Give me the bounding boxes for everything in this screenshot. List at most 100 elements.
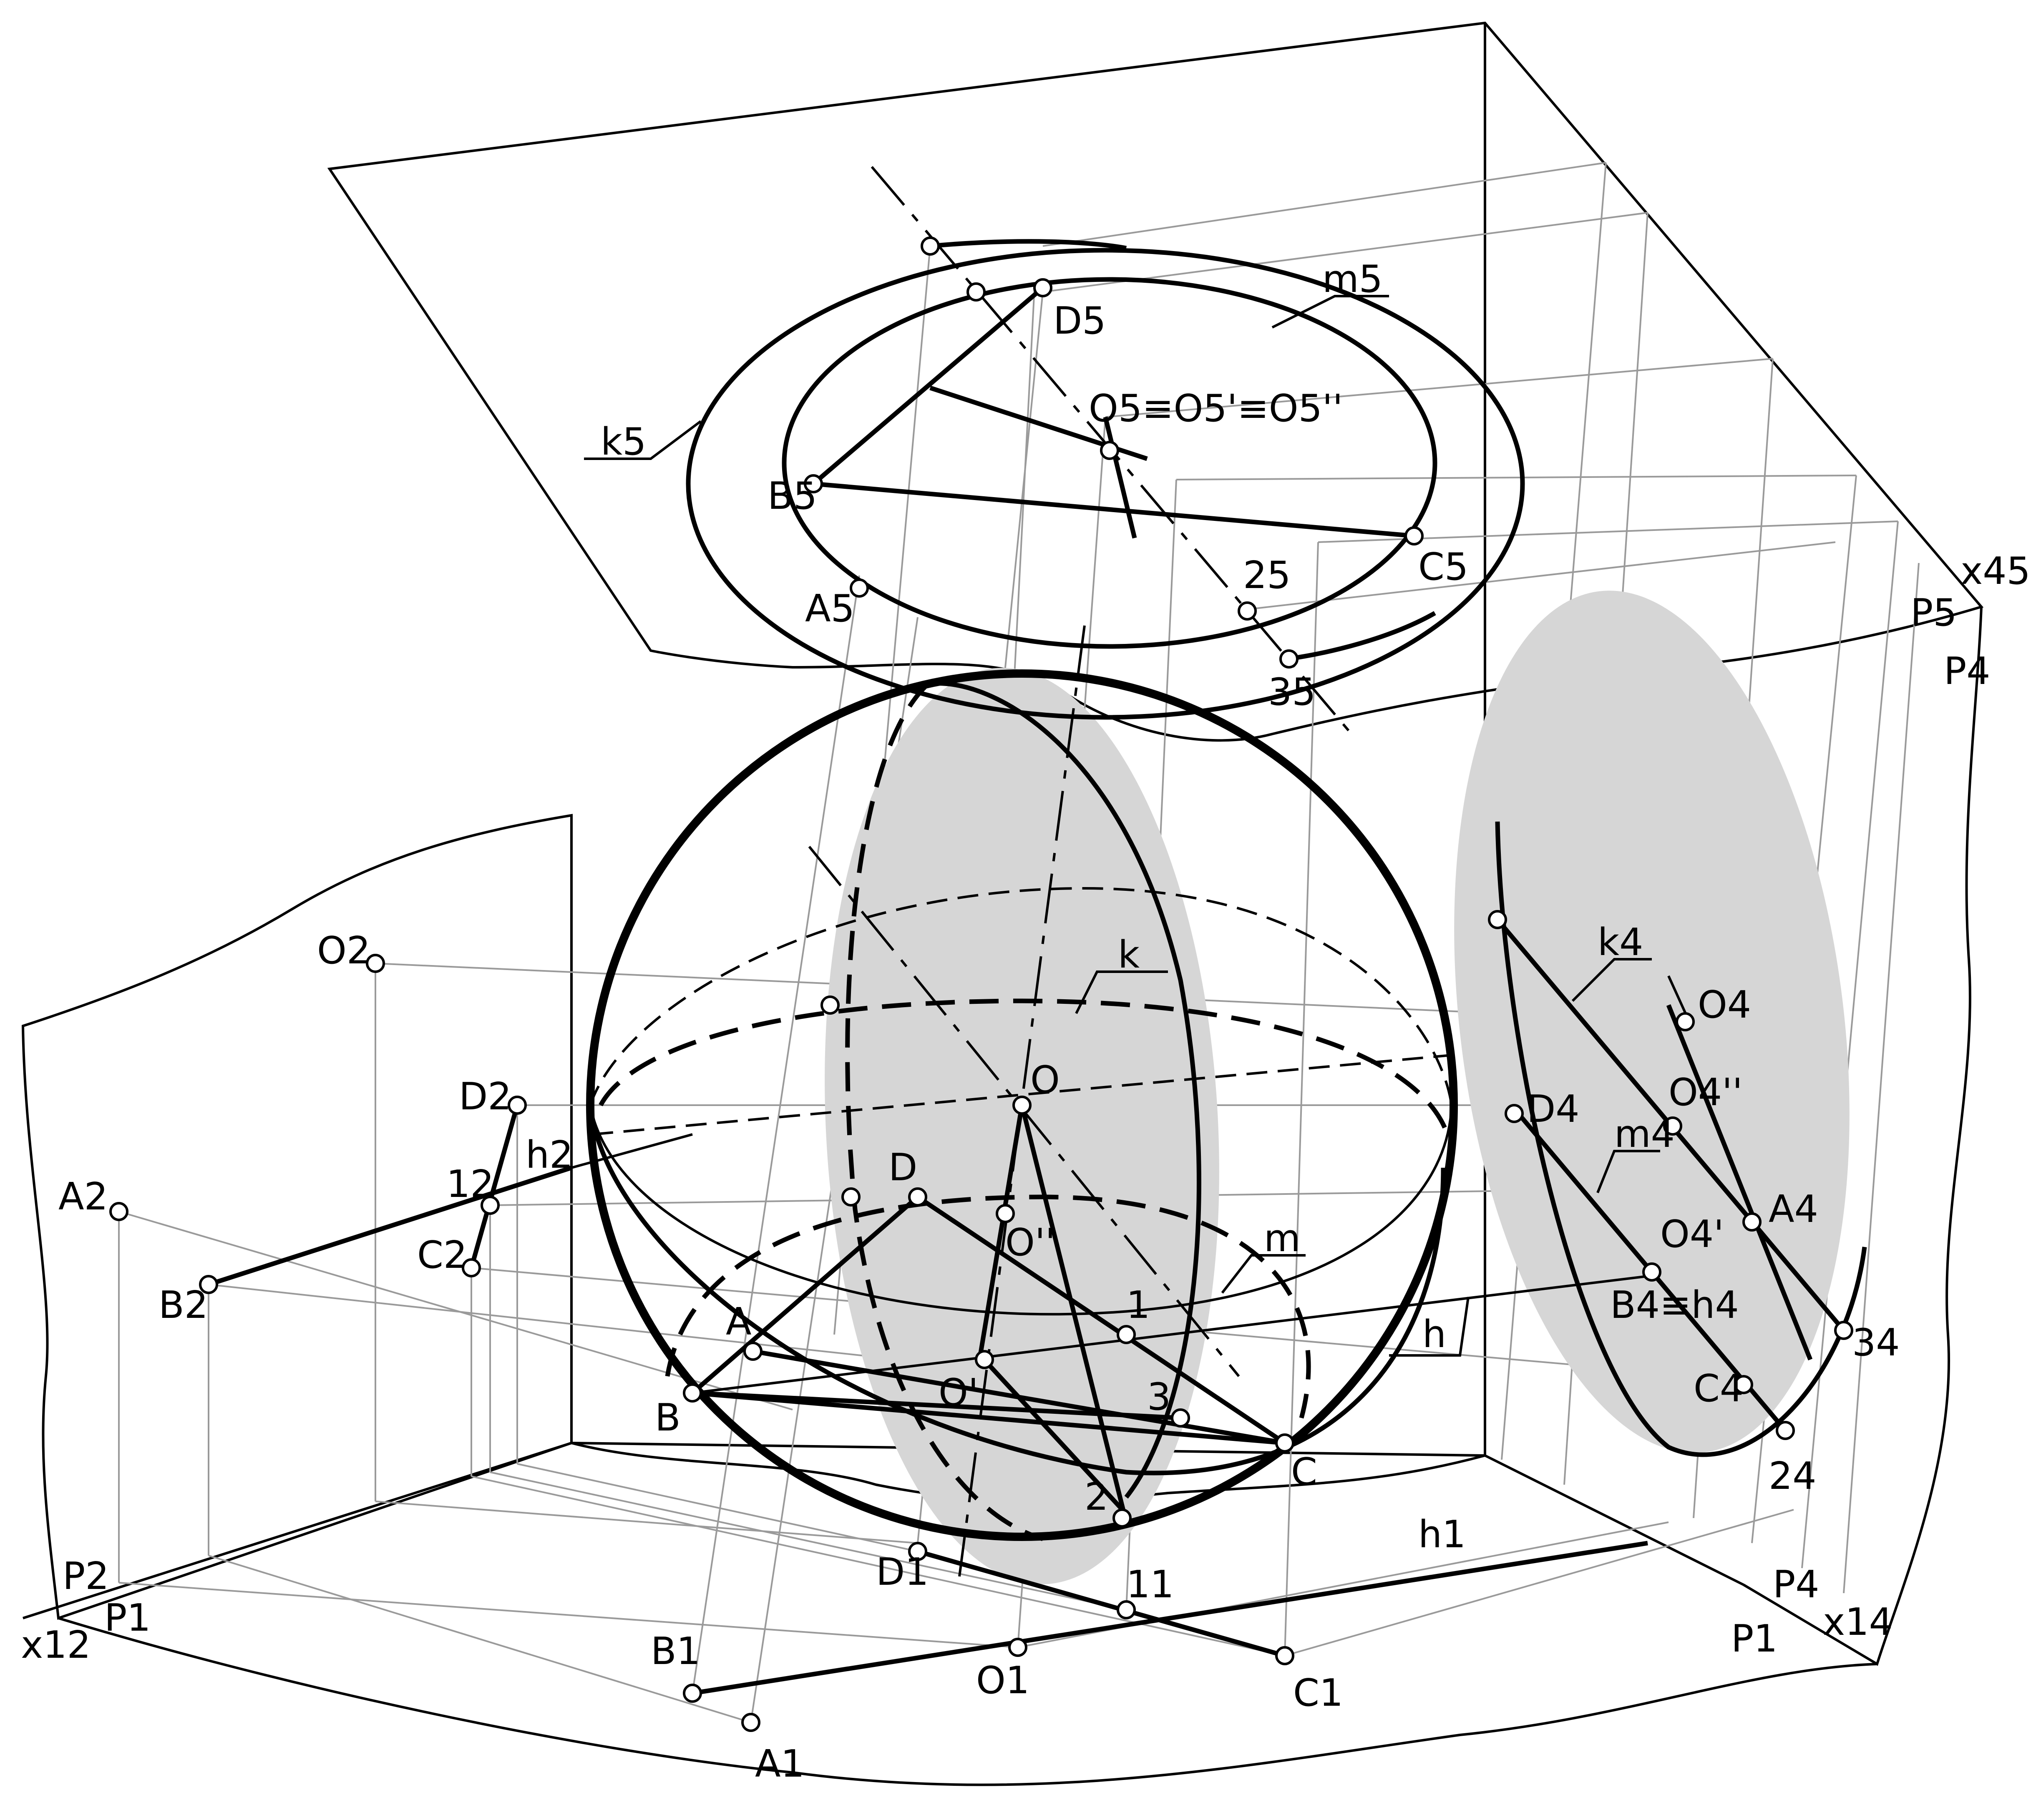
p2-projection (208, 1104, 693, 1287)
point-k5-top (921, 236, 940, 256)
label-35: 35 (1268, 670, 1316, 714)
label-d: D (888, 1146, 917, 1189)
arc-top-k5 (930, 239, 1127, 251)
point-a4 (1742, 1212, 1762, 1232)
plane-p2 (21, 814, 573, 1620)
line-p5-down (1103, 416, 1137, 539)
label-x14: x14 (1823, 1600, 1893, 1644)
label-p5: P5 (1910, 591, 1957, 635)
point-35 (1279, 649, 1299, 669)
point-b2 (199, 1275, 218, 1294)
point-b1 (683, 1684, 702, 1703)
point-o (1012, 1096, 1032, 1115)
arc-k5-bottom (1284, 611, 1436, 661)
triangle-bdc (687, 1194, 1294, 1446)
point-c5 (1404, 526, 1424, 545)
point-o4 (1676, 1012, 1695, 1031)
label-b5: B5 (768, 474, 817, 518)
label-p4-right: P4 (1944, 649, 1991, 693)
label-c2: C2 (417, 1233, 467, 1277)
line-k-hor (592, 1054, 1452, 1136)
label-k4: k4 (1598, 920, 1643, 964)
point-o4-dprime (1663, 1116, 1682, 1136)
point-a (743, 1342, 763, 1361)
line-b2-h2 (208, 1165, 572, 1287)
point-b (683, 1383, 702, 1403)
shaded-section-ellipse-p4 (1454, 591, 1850, 1453)
line-h2-ext (571, 1133, 693, 1169)
label-34: 34 (1852, 1321, 1900, 1365)
point-12 (481, 1196, 500, 1215)
point-c1 (1275, 1646, 1294, 1665)
point-band-left (820, 995, 840, 1015)
plane-p4 (1743, 606, 1983, 1666)
sphere (586, 625, 1648, 1577)
point-ellipse-left (841, 1187, 861, 1207)
label-h: h (1422, 1312, 1446, 1356)
label-m5: m5 (1322, 257, 1383, 301)
label-p1-bottom: P1 (1731, 1617, 1778, 1661)
label-12: 12 (446, 1162, 494, 1206)
line-o2 (1019, 1104, 1129, 1523)
point-2 (1112, 1508, 1132, 1528)
point-d5 (1033, 278, 1052, 297)
circle-band (599, 998, 1450, 1135)
line-o-oprime (978, 1105, 1024, 1356)
label-h2: h2 (526, 1133, 573, 1177)
label-11: 11 (1126, 1563, 1174, 1606)
label-m4: m4 (1614, 1112, 1675, 1156)
section-ellipse-left (845, 682, 1044, 1541)
label-o4-dprime: O4'' (1669, 1071, 1743, 1114)
point-34 (1834, 1321, 1853, 1340)
label-d1: D1 (876, 1550, 929, 1594)
point-c2 (462, 1258, 481, 1277)
label-c5: C5 (1418, 545, 1468, 589)
circle-k-back (589, 887, 1453, 1106)
circle-k4 (1495, 821, 1867, 1457)
p1-projection (692, 1541, 1648, 1696)
label-c: C (1291, 1450, 1317, 1494)
plane-p1 (58, 1617, 1877, 1786)
label-b4: B4≡h4 (1610, 1283, 1739, 1327)
line-h (692, 1275, 1648, 1394)
label-c4: C4 (1694, 1367, 1744, 1410)
point-a2 (109, 1202, 128, 1221)
leaders (584, 295, 1660, 1357)
label-p2: P2 (63, 1554, 109, 1598)
point-o-prime (975, 1350, 994, 1369)
plane-p5 (327, 21, 1984, 742)
line-o4 (1666, 1004, 1813, 1361)
section-ellipse-right (928, 681, 1201, 1499)
point-k4 (1488, 910, 1507, 929)
point-o-dprime (996, 1204, 1015, 1223)
label-p1-left: P1 (104, 1596, 151, 1640)
line-d1-c1 (917, 1549, 1286, 1658)
axis-x12 (23, 1442, 572, 1619)
label-24: 24 (1769, 1454, 1817, 1498)
point-a5 (850, 578, 869, 598)
label-d2: D2 (459, 1075, 512, 1119)
label-o2: O2 (317, 929, 370, 973)
label-o: O (1030, 1058, 1060, 1102)
label-b: B (655, 1396, 681, 1440)
label-a2: A2 (58, 1175, 108, 1219)
circle-k-front (589, 1105, 1453, 1316)
label-2: 2 (1085, 1475, 1108, 1519)
label-a: A (726, 1300, 752, 1344)
label-a4: A4 (1769, 1187, 1818, 1231)
label-b2: B2 (159, 1283, 208, 1327)
point-d1 (908, 1542, 927, 1561)
label-a1: A1 (755, 1742, 805, 1786)
point-m5-top (966, 282, 986, 302)
label-o1: O1 (976, 1659, 1029, 1702)
point-b4 (1642, 1262, 1661, 1282)
line-d2-c2 (469, 1104, 520, 1269)
label-p4-bottom: P4 (1773, 1563, 1820, 1606)
point-1 (1117, 1325, 1136, 1344)
label-o5: O5≡O5'≡O5'' (1089, 387, 1343, 430)
label-x12: x12 (21, 1623, 91, 1667)
label-k: k (1118, 933, 1140, 977)
circle-k5 (686, 248, 1525, 720)
